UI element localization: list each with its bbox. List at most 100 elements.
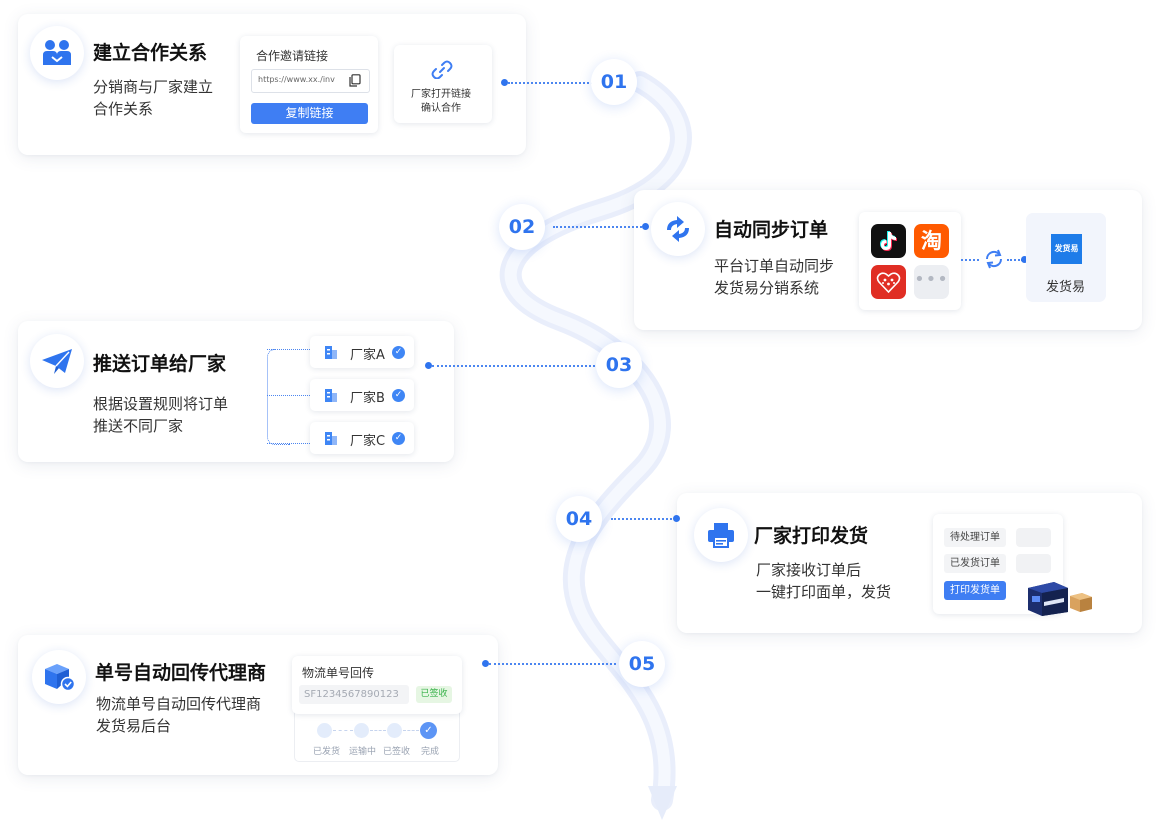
timeline-line-1 bbox=[333, 730, 353, 731]
pinduoduo-logo bbox=[871, 265, 906, 299]
tracking-number: SF1234567890123 bbox=[304, 689, 399, 700]
factory-row-a: 厂家A ✓ bbox=[310, 336, 414, 368]
tracking-number-field: SF1234567890123 bbox=[299, 685, 409, 704]
partners-icon bbox=[43, 40, 71, 65]
complete-icon: ✓ bbox=[420, 722, 437, 739]
step-5-number: 05 bbox=[619, 641, 665, 687]
step-4-desc-line1: 厂家接收订单后 bbox=[756, 561, 862, 579]
step-1-desc-line2: 合作关系 bbox=[93, 100, 154, 118]
step-5-desc-line1: 物流单号自动回传代理商 bbox=[96, 695, 262, 713]
step-2-desc-line2: 发货易分销系统 bbox=[714, 279, 820, 297]
timeline-line-2 bbox=[370, 730, 386, 731]
confirm-text-line1: 厂家打开链接 bbox=[411, 89, 471, 100]
fahuoyi-logo: 发货易 bbox=[1051, 234, 1082, 264]
step-3-icon-wrap bbox=[30, 334, 84, 388]
connector-line-2 bbox=[553, 226, 645, 228]
step-2-title: 自动同步订单 bbox=[714, 219, 829, 241]
tracking-return-title: 物流单号回传 bbox=[302, 666, 375, 680]
stage-complete-label: 完成 bbox=[421, 747, 440, 757]
factory-bracket bbox=[267, 349, 290, 445]
stage-signed-label: 已签收 bbox=[383, 747, 411, 757]
tiktok-logo bbox=[871, 224, 906, 258]
invite-url-field[interactable]: https://www.xx./inv bbox=[251, 69, 370, 93]
step-4-number: 04 bbox=[556, 496, 602, 542]
paper-plane-icon bbox=[42, 349, 72, 374]
factory-b-label: 厂家B bbox=[350, 391, 385, 406]
step-1-number: 01 bbox=[591, 59, 637, 105]
connector-line-5 bbox=[489, 663, 616, 665]
connector-dot-3 bbox=[425, 362, 432, 369]
connector-dot-2 bbox=[642, 223, 649, 230]
sync-dot bbox=[1021, 256, 1028, 263]
taobao-char: 淘 bbox=[921, 229, 942, 253]
step-3-title: 推送订单给厂家 bbox=[93, 353, 227, 375]
copy-link-button[interactable]: 复制链接 bbox=[251, 103, 368, 124]
sync-line-right bbox=[1007, 259, 1023, 261]
copy-icon[interactable] bbox=[349, 74, 361, 87]
step-1-desc-line1: 分销商与厂家建立 bbox=[93, 78, 214, 96]
package-check-icon bbox=[45, 664, 75, 692]
connector-dot-5 bbox=[482, 660, 489, 667]
pending-orders-tab[interactable]: 待处理订单 bbox=[944, 528, 1006, 547]
factory-c-label: 厂家C bbox=[350, 434, 386, 449]
pinduoduo-icon bbox=[876, 272, 901, 294]
step-4-title: 厂家打印发货 bbox=[754, 525, 869, 547]
label-printer-icon bbox=[1028, 582, 1092, 616]
step-4-icon-wrap bbox=[694, 508, 748, 562]
step-5-desc-line2: 发货易后台 bbox=[96, 717, 172, 735]
refresh-icon bbox=[985, 249, 1003, 269]
factory-branch-b bbox=[267, 395, 310, 396]
signed-status-badge: 已签收 bbox=[416, 686, 452, 703]
connector-dot-1 bbox=[501, 79, 508, 86]
signed-icon bbox=[387, 723, 402, 738]
arrow-down-icon bbox=[648, 786, 677, 820]
stage-shipped-label: 已发货 bbox=[313, 747, 341, 757]
check-icon: ✓ bbox=[392, 432, 405, 445]
stage-transit-label: 运输中 bbox=[349, 747, 377, 757]
step-5-icon-wrap bbox=[32, 650, 86, 704]
factory-row-c: 厂家C ✓ bbox=[310, 422, 414, 454]
step-1-icon-wrap bbox=[30, 26, 84, 80]
step-4-desc-line2: 一键打印面单，发货 bbox=[756, 583, 892, 601]
factory-branch-c bbox=[267, 443, 310, 444]
tiktok-icon bbox=[880, 231, 897, 251]
building-icon bbox=[325, 432, 337, 445]
connector-dot-4 bbox=[673, 515, 680, 522]
truck-icon bbox=[354, 723, 369, 738]
step-2-number: 02 bbox=[499, 204, 545, 250]
confirm-text-line2: 确认合作 bbox=[421, 103, 461, 114]
sync-line-left bbox=[961, 259, 979, 261]
shipped-orders-tab[interactable]: 已发货订单 bbox=[944, 554, 1006, 573]
factory-row-b: 厂家B ✓ bbox=[310, 379, 414, 411]
step-3-number: 03 bbox=[596, 342, 642, 388]
link-icon bbox=[431, 60, 453, 79]
more-icon: ••• bbox=[914, 265, 949, 299]
connector-line-4 bbox=[611, 518, 676, 520]
step-5-title: 单号自动回传代理商 bbox=[95, 662, 267, 684]
step-2-desc-line1: 平台订单自动同步 bbox=[714, 257, 835, 275]
taobao-logo: 淘 bbox=[914, 224, 949, 258]
fahuoyi-label: 发货易 bbox=[1046, 280, 1086, 295]
invite-url-text: https://www.xx./inv bbox=[258, 75, 335, 84]
factory-a-label: 厂家A bbox=[350, 348, 385, 363]
building-icon bbox=[325, 389, 337, 402]
connector-line-3 bbox=[432, 365, 595, 367]
step-2-icon-wrap bbox=[651, 202, 705, 256]
check-icon: ✓ bbox=[392, 346, 405, 359]
printer-icon bbox=[708, 523, 734, 548]
building-icon bbox=[325, 346, 337, 359]
step-1-title: 建立合作关系 bbox=[93, 42, 208, 64]
invite-link-title: 合作邀请链接 bbox=[256, 49, 329, 63]
pending-orders-value bbox=[1016, 528, 1051, 547]
timeline-line-3 bbox=[403, 730, 419, 731]
check-icon: ✓ bbox=[392, 389, 405, 402]
confirm-box bbox=[394, 45, 492, 123]
factory-branch-a bbox=[267, 349, 310, 350]
shipped-orders-value bbox=[1016, 554, 1051, 573]
step-3-desc-line2: 推送不同厂家 bbox=[93, 417, 184, 435]
shipped-icon bbox=[317, 723, 332, 738]
print-invoice-button[interactable]: 打印发货单 bbox=[944, 581, 1006, 600]
step-3-desc-line1: 根据设置规则将订单 bbox=[93, 395, 229, 413]
sync-icon bbox=[667, 216, 689, 242]
connector-line-1 bbox=[508, 82, 596, 84]
